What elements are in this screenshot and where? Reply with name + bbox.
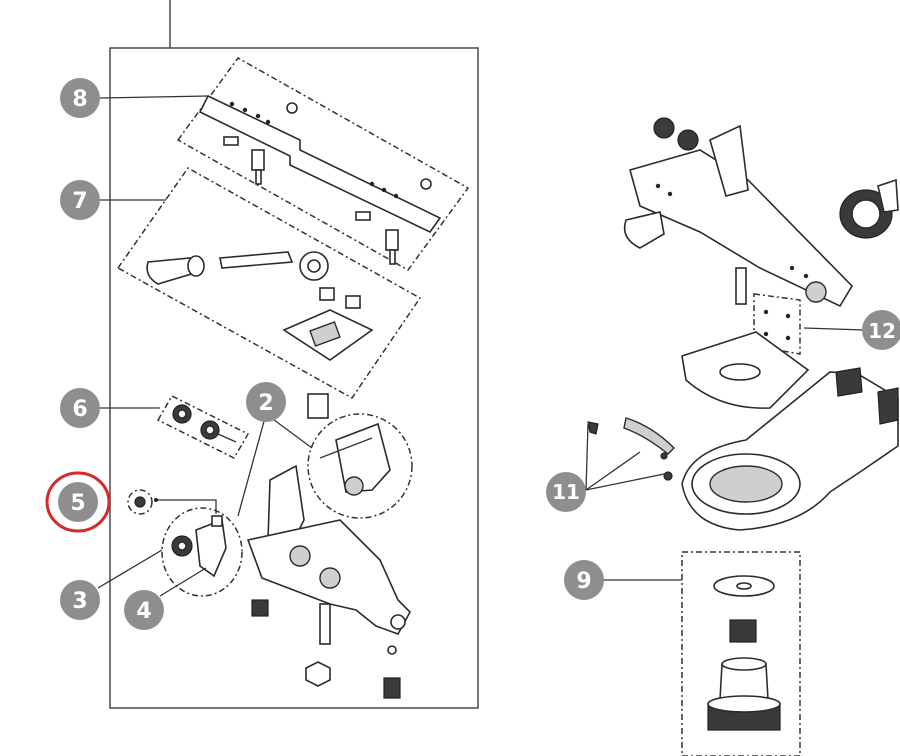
callout-6: 6	[60, 388, 100, 428]
callout-12: 12	[862, 310, 900, 350]
svg-text:8: 8	[72, 87, 87, 112]
callout-3: 3	[60, 580, 100, 620]
part-5-screw	[127, 489, 217, 515]
part-group-11-fasteners	[587, 417, 675, 481]
callout-8: 8	[60, 78, 100, 118]
svg-text:11: 11	[552, 480, 580, 504]
callout-7: 7	[60, 180, 100, 220]
wedge-cover	[681, 331, 810, 409]
svg-text:3: 3	[72, 589, 87, 614]
callout-5: 5	[58, 482, 98, 522]
svg-text:6: 6	[72, 397, 87, 422]
callout-11: 11	[546, 472, 586, 512]
callout-9: 9	[564, 560, 604, 600]
callout-leaders	[97, 95, 865, 597]
callout-5-highlight-ring	[45, 471, 111, 533]
svg-text:7: 7	[72, 189, 87, 214]
svg-text:2: 2	[258, 391, 273, 416]
part-group-7-handle	[116, 167, 422, 399]
svg-text:9: 9	[576, 569, 591, 594]
part-group-3-4-clamp	[161, 507, 243, 597]
part-group-12-plate	[753, 293, 801, 355]
main-assembly-frame	[109, 0, 479, 709]
svg-text:5: 5	[70, 491, 85, 516]
part-group-6-knobs	[156, 395, 250, 459]
assembled-unit	[623, 117, 899, 308]
part-group-8-plate	[176, 57, 470, 271]
callout-2: 2	[246, 382, 286, 422]
part-group-9-knob-stack	[681, 551, 801, 756]
base-cradle	[681, 367, 899, 531]
svg-text:12: 12	[868, 319, 896, 343]
central-bracket	[246, 464, 411, 699]
part-group-2-detail	[307, 393, 413, 519]
svg-text:4: 4	[136, 599, 151, 624]
callout-4: 4	[124, 590, 164, 630]
